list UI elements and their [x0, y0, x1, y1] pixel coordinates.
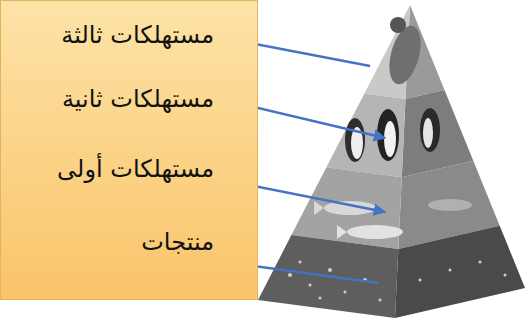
- seal: [390, 17, 406, 33]
- label-panel: مستهلكات ثالثة مستهلكات ثانية مستهلكات أول…: [0, 0, 258, 300]
- seal: [384, 22, 427, 87]
- trophic-level-label: مستهلكات ثانية: [1, 83, 257, 115]
- penguins: [345, 108, 440, 162]
- trophic-level-label: مستهلكات ثالثة: [1, 19, 257, 51]
- plankton: [288, 261, 507, 302]
- trophic-level-label: مستهلكات أولى: [1, 153, 257, 185]
- pyramid-face: [395, 226, 525, 318]
- secondary-band: [326, 94, 405, 178]
- trophic-level-label: منتجات: [1, 226, 257, 258]
- fish: [314, 199, 472, 239]
